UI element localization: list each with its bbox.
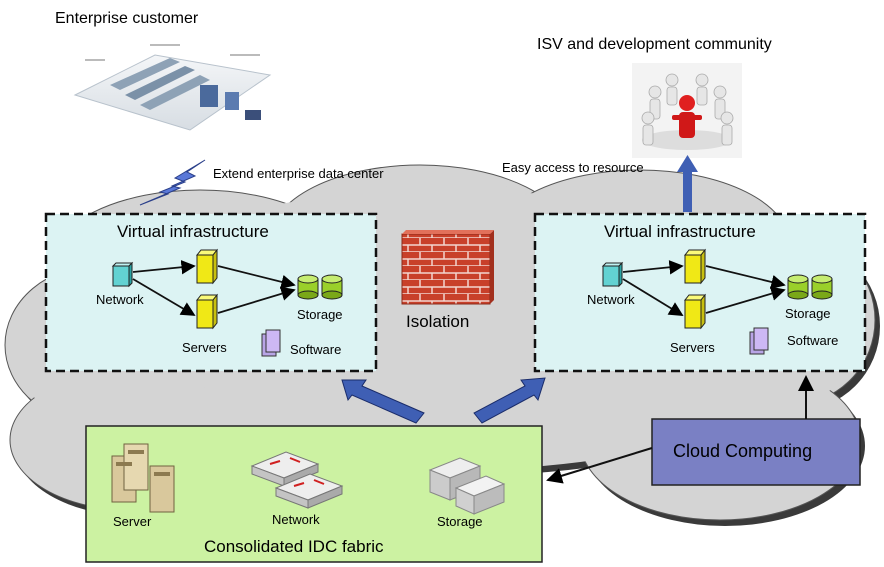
right-vi-topology <box>601 248 833 355</box>
left-server-icon-bottom <box>195 293 219 330</box>
left-server-icon-top <box>195 248 219 285</box>
right-vi-title: Virtual infrastructure <box>604 222 756 241</box>
left-virtual-infrastructure-box <box>44 212 378 373</box>
left-vi-title: Virtual infrastructure <box>117 222 269 241</box>
right-network-icon <box>601 261 624 288</box>
up-arrow-isv <box>677 155 698 212</box>
left-vi-topology <box>111 248 343 357</box>
lightning-bolt-icon <box>139 159 206 206</box>
right-storage-icon <box>787 274 833 300</box>
cloud-computing-arrows <box>546 375 814 484</box>
right-virtual-infrastructure-box <box>533 212 867 373</box>
right-server-icon-top <box>683 248 707 285</box>
cloud-computing-box <box>651 418 861 486</box>
right-software-label: Software <box>787 333 839 348</box>
extend-enterprise-label: Extend enterprise data center <box>213 166 384 181</box>
right-software-icon <box>749 327 769 355</box>
right-server-icon-bottom <box>683 293 707 330</box>
isv-community-image <box>632 63 742 158</box>
left-network-icon <box>111 261 134 288</box>
isolation-label: Isolation <box>406 312 470 331</box>
idc-storage-label: Storage <box>437 514 483 529</box>
idc-server-icon <box>111 443 175 513</box>
left-software-icon <box>261 329 281 357</box>
firewall-icon <box>401 230 494 305</box>
right-network-label: Network <box>587 292 635 307</box>
isv-community-title: ISV and development community <box>537 36 772 53</box>
idc-network-icon <box>250 451 344 509</box>
left-storage-icon <box>297 274 343 300</box>
right-storage-label: Storage <box>785 306 831 321</box>
right-servers-label: Servers <box>670 340 715 355</box>
easy-access-label: Easy access to resource <box>502 160 644 175</box>
blue-arrow-to-right-vi <box>473 377 546 424</box>
left-network-label: Network <box>96 292 144 307</box>
idc-storage-icon <box>428 457 506 515</box>
cloud-computing-label: Cloud Computing <box>673 441 813 461</box>
left-storage-label: Storage <box>297 307 343 322</box>
enterprise-datacenter-image <box>60 35 280 143</box>
idc-network-label: Network <box>272 512 320 527</box>
blue-arrow-to-left-vi <box>341 379 425 424</box>
idc-fabric-title: Consolidated IDC fabric <box>204 537 384 556</box>
left-servers-label: Servers <box>182 340 227 355</box>
idc-server-label: Server <box>113 514 152 529</box>
enterprise-customer-title: Enterprise customer <box>55 10 199 27</box>
left-software-label: Software <box>290 342 342 357</box>
